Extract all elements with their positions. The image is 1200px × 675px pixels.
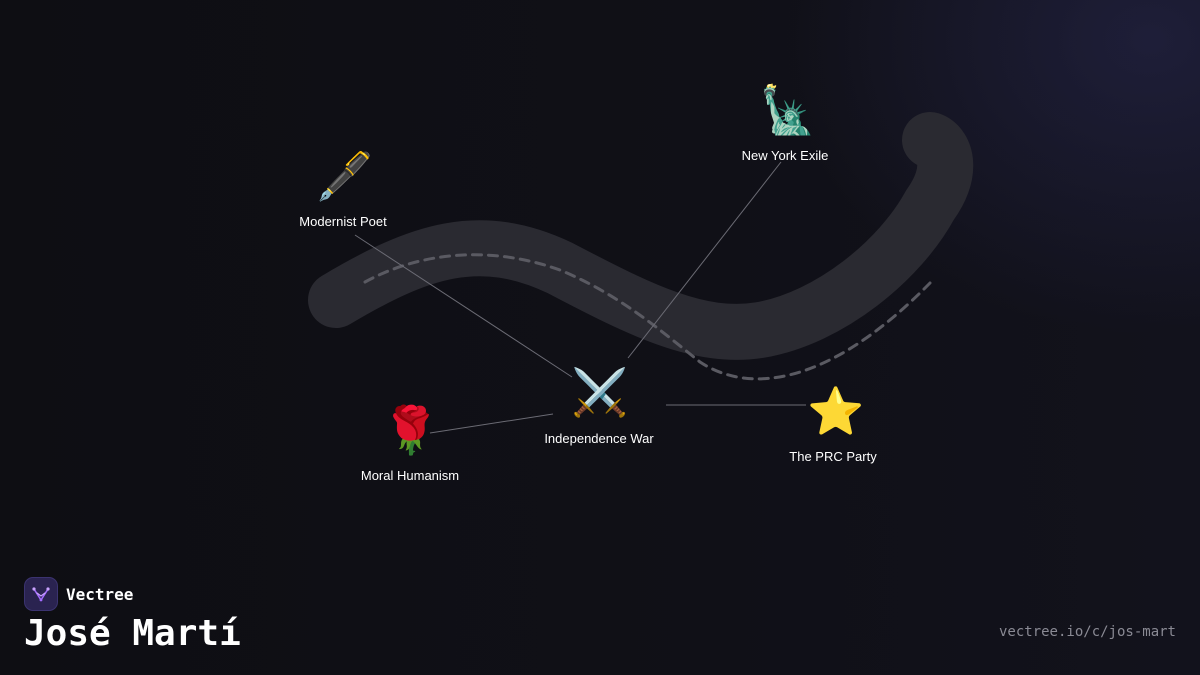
page-title: José Martí (24, 613, 241, 654)
edge-independence-war-modernist-poet (354, 234, 573, 378)
node-label: Moral Humanism (361, 468, 459, 483)
node-label: New York Exile (742, 148, 829, 163)
crossed-swords-icon: ⚔️ (571, 366, 628, 419)
fountain-pen-icon: 🖋️ (316, 150, 373, 203)
node-label: Modernist Poet (299, 214, 387, 229)
node-label: The PRC Party (789, 449, 877, 464)
statue-of-liberty-icon: 🗽 (759, 82, 816, 137)
brand[interactable]: Vectree (24, 577, 133, 611)
node-label: Independence War (544, 431, 654, 446)
brand-name: Vectree (66, 584, 134, 604)
star-icon: ⭐ (807, 385, 864, 437)
edge-independence-war-moral-humanism (429, 413, 554, 434)
node-moral-humanism[interactable]: 🌹 Moral Humanism (361, 402, 459, 483)
node-modernist-poet[interactable]: 🖋️ Modernist Poet (299, 150, 387, 229)
river-path (308, 112, 974, 360)
dashed-trail (363, 253, 932, 381)
vectree-logo-icon (24, 577, 58, 611)
page-url[interactable]: vectree.io/c/jos-mart (998, 624, 1176, 640)
edge-independence-war-new-york-exile (627, 161, 782, 359)
node-new-york-exile[interactable]: 🗽 New York Exile (742, 82, 829, 163)
node-independence-war[interactable]: ⚔️ Independence War (544, 366, 654, 446)
rose-icon: 🌹 (382, 402, 439, 457)
node-prc-party[interactable]: ⭐ The PRC Party (789, 385, 877, 464)
